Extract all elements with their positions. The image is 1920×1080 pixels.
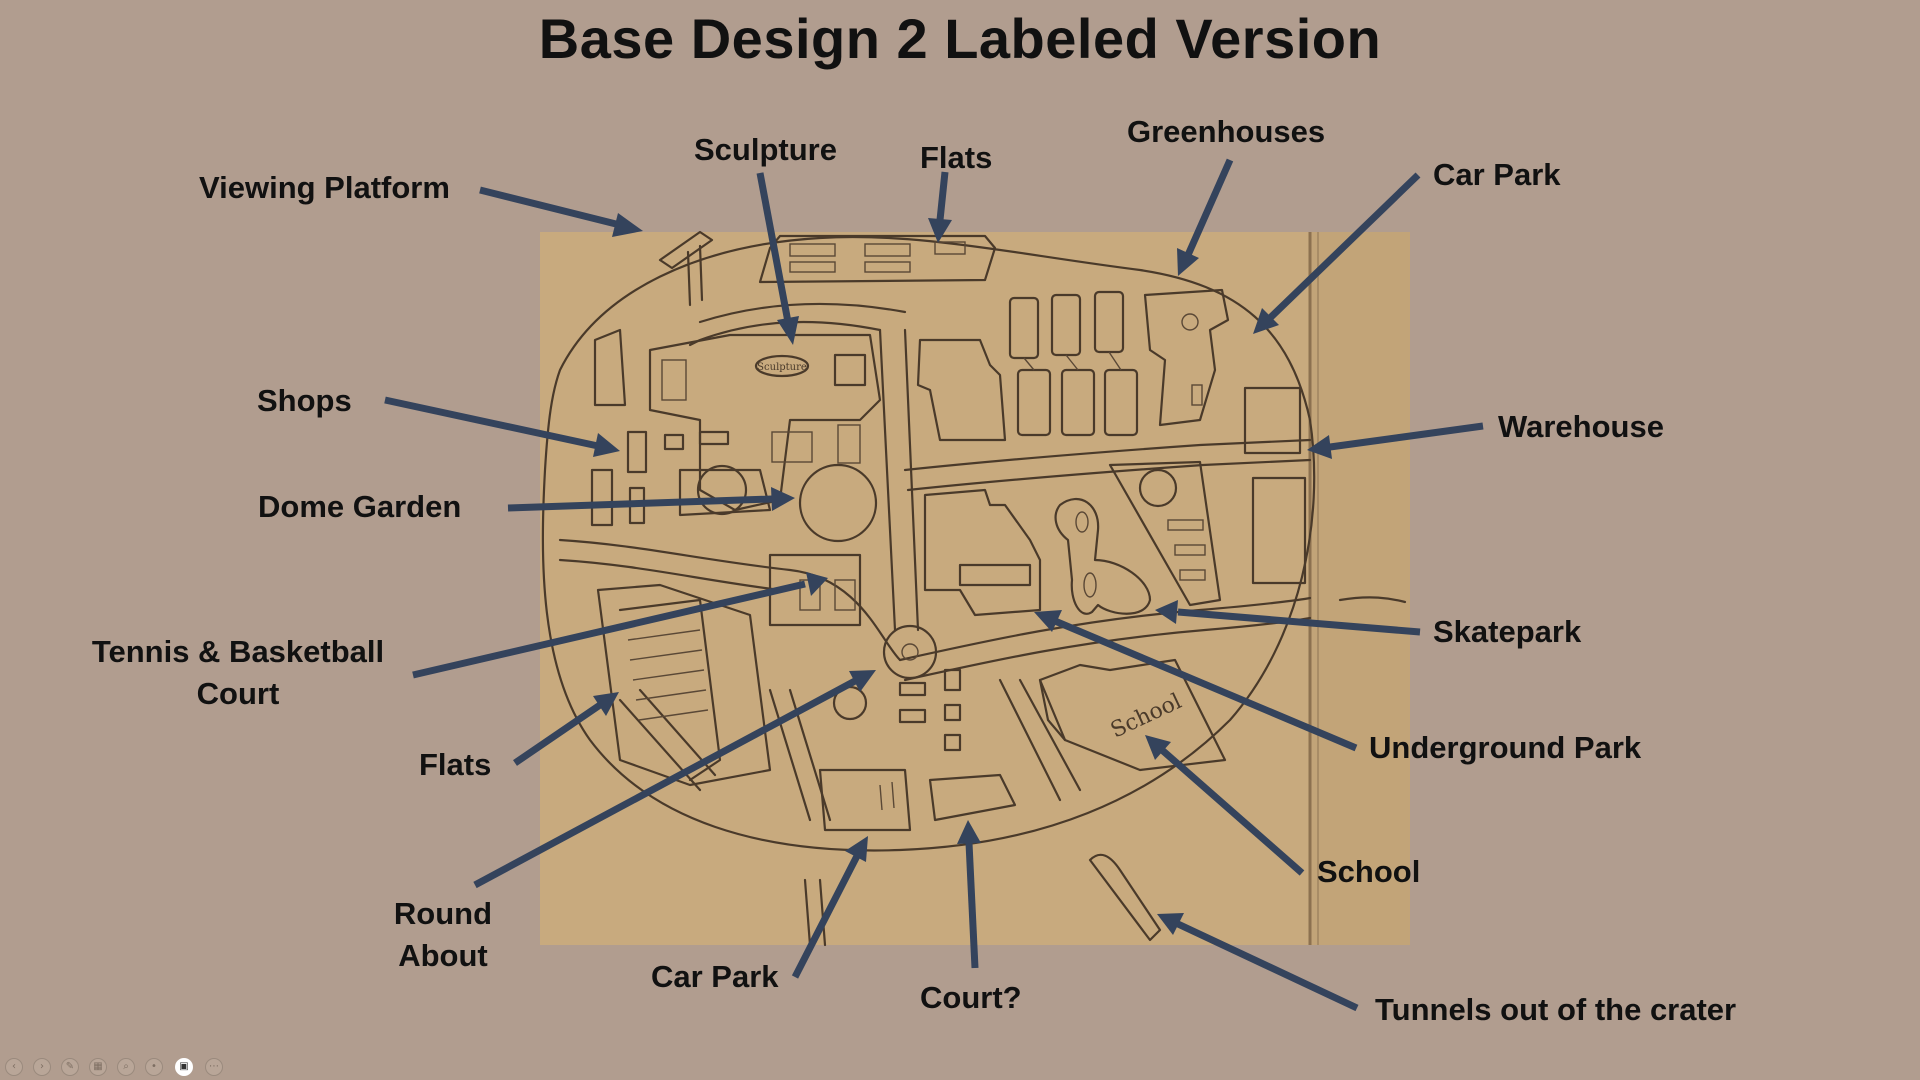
label-skatepark: Skatepark xyxy=(1433,614,1582,649)
greenhouses-sketch xyxy=(1008,290,1139,437)
label-tennis-basketball-court: Tennis & Basketball Court xyxy=(91,634,385,711)
skatepark-sketch xyxy=(1054,498,1152,615)
tunnels-sketch xyxy=(803,596,1407,947)
label-car-park-top: Car Park xyxy=(1433,157,1561,192)
label-viewing-platform: Viewing Platform xyxy=(199,170,450,205)
next-icon[interactable]: › xyxy=(33,1058,51,1076)
underground-park-sketch xyxy=(923,488,1042,617)
sculpture-sketch: Sculpture xyxy=(648,333,882,512)
sculpture-sign: Sculpture xyxy=(757,362,807,373)
label-tunnels: Tunnels out of the crater xyxy=(1375,992,1737,1027)
sketch-paper xyxy=(540,232,1410,945)
label-car-park-bottom: Car Park xyxy=(651,959,779,994)
label-greenhouses: Greenhouses xyxy=(1127,114,1326,149)
label-flats-top: Flats xyxy=(920,140,993,175)
zoom-icon[interactable]: ⌕ xyxy=(117,1058,135,1076)
pen-icon[interactable]: ✎ xyxy=(61,1058,79,1076)
prev-icon[interactable]: ‹ xyxy=(5,1058,23,1076)
camera-icon[interactable]: ▣ xyxy=(175,1058,193,1076)
label-court-question: Court? xyxy=(920,980,1022,1015)
label-arrows xyxy=(384,158,1484,1012)
label-dome-garden: Dome Garden xyxy=(258,489,462,524)
roads xyxy=(558,302,1312,822)
warehouse-sketch xyxy=(1243,386,1307,585)
slides-icon[interactable]: ▦ xyxy=(89,1058,107,1076)
label-flats-left: Flats xyxy=(419,747,492,782)
central-building-sketch xyxy=(916,338,1007,442)
label-sculpture: Sculpture xyxy=(694,132,837,167)
left-flats-sketch xyxy=(596,583,772,787)
viewing-platform-sketch xyxy=(658,230,714,307)
pointer-icon[interactable]: • xyxy=(145,1058,163,1076)
slide-title: Base Design 2 Labeled Version xyxy=(538,7,1382,70)
bottom-blocks-sketch xyxy=(818,668,1017,832)
right-blocks-sketch xyxy=(1108,460,1222,607)
label-underground-park: Underground Park xyxy=(1369,730,1642,765)
roundabout-sketch xyxy=(882,624,938,680)
label-round-about: Round About xyxy=(393,896,493,973)
label-shops: Shops xyxy=(257,383,352,418)
top-car-park-sketch xyxy=(1143,288,1230,427)
label-warehouse: Warehouse xyxy=(1498,409,1664,444)
top-flats-sketch xyxy=(758,234,997,284)
more-icon[interactable]: ⋯ xyxy=(205,1058,223,1076)
label-school: School xyxy=(1317,854,1421,889)
